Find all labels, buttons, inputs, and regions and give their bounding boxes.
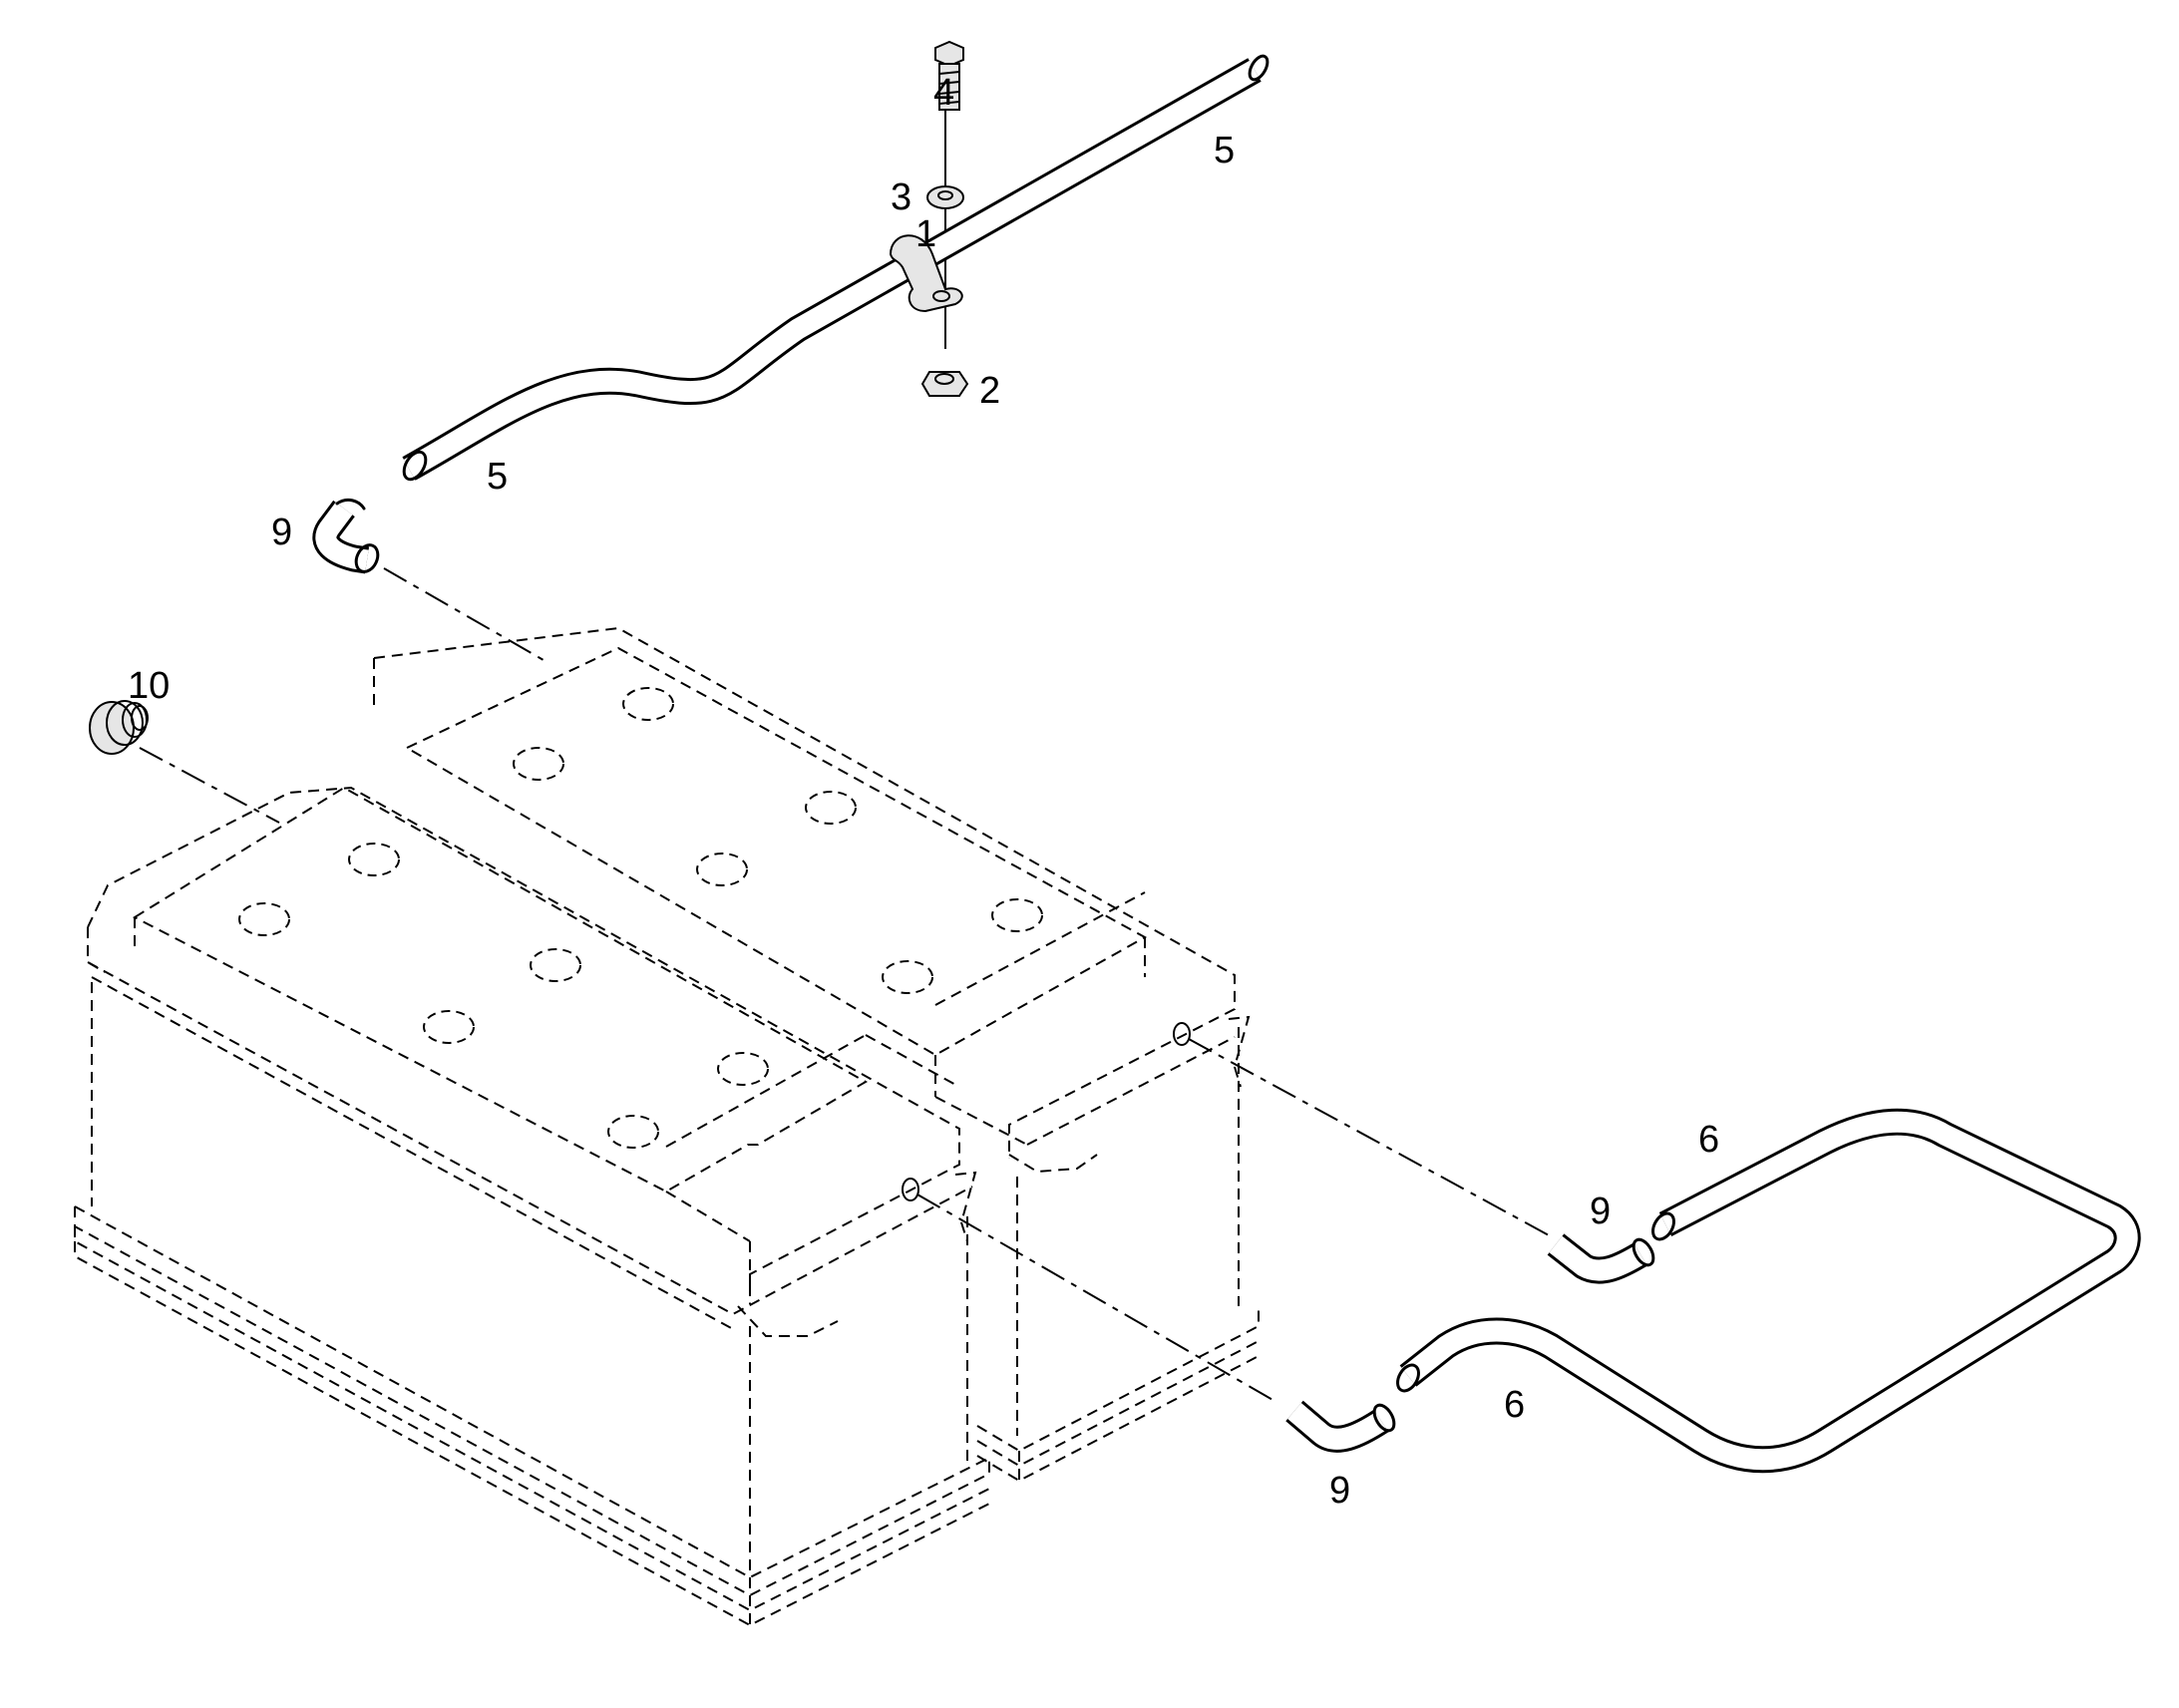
- label-pipe-upper-left: 5: [487, 456, 508, 498]
- label-washer: 3: [891, 176, 911, 218]
- vent-plug: [89, 700, 149, 755]
- front-battery: [74, 786, 1098, 1627]
- elbow-mid: [1547, 1233, 1655, 1284]
- label-pipe-lower-upper: 6: [1698, 1119, 1719, 1161]
- label-pipe-upper-right: 5: [1214, 130, 1235, 171]
- label-nut: 2: [979, 370, 1000, 412]
- elbow-top: [312, 498, 380, 574]
- bolt: [934, 40, 964, 111]
- label-bolt: 4: [933, 72, 954, 114]
- label-elbow-bottom: 9: [1329, 1470, 1350, 1512]
- label-pipe-lower-lower: 6: [1504, 1384, 1525, 1426]
- nut: [920, 371, 969, 397]
- label-plug: 10: [128, 665, 170, 707]
- label-elbow-top: 9: [271, 512, 292, 553]
- upper-vent-pipe: [402, 54, 1270, 482]
- label-clamp: 1: [915, 213, 936, 255]
- elbow-bottom: [1285, 1400, 1396, 1453]
- lower-vent-pipe: [1396, 1108, 2141, 1474]
- washer: [926, 185, 964, 209]
- label-elbow-mid: 9: [1590, 1191, 1611, 1232]
- rear-battery: [373, 626, 1260, 1483]
- pipe-clamp: [889, 234, 963, 313]
- part-labels: 1 2 3 4 5 5 6 6 9 9 9 10: [128, 72, 1719, 1512]
